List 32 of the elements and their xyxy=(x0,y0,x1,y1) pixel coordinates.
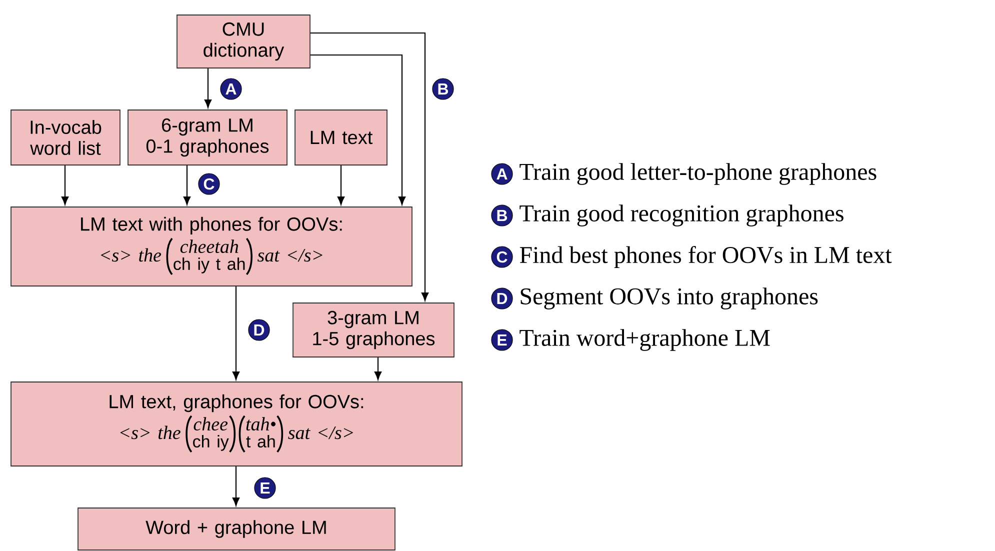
arrow xyxy=(204,68,212,108)
legend-text: Train good letter-to-phone graphones xyxy=(520,163,876,185)
step-badge: D xyxy=(491,288,513,310)
step-badge: B xyxy=(432,78,454,100)
process-box: CMU dictionary xyxy=(176,14,310,68)
arrow xyxy=(232,286,240,380)
arrow xyxy=(374,357,382,380)
step-badge: C xyxy=(198,173,220,195)
legend-text: Train word+graphone LM xyxy=(520,329,770,351)
process-box: Word + graphone LM xyxy=(78,508,396,550)
arrow xyxy=(183,165,191,205)
process-box: LM text, graphones for OOVs: <s> the chee ch iy tah• t ah sat </s> xyxy=(10,382,462,466)
process-box: 3-gram LM 1-5 graphones xyxy=(292,302,454,358)
arrow xyxy=(337,165,345,205)
legend-text: Segment OOVs into graphones xyxy=(520,288,818,310)
step-badge: E xyxy=(254,477,276,499)
legend-text: Train good recognition graphones xyxy=(520,204,844,226)
process-box: LM text with phones for OOVs: <s> the cheetah ch iy t ah sat </s> xyxy=(10,206,412,286)
step-badge: D xyxy=(248,319,270,341)
process-box: In-vocab word list xyxy=(10,110,120,166)
legend-text: Find best phones for OOVs in LM text xyxy=(520,246,892,268)
step-badge: C xyxy=(491,246,513,268)
process-box: 6-gram LM 0-1 graphones xyxy=(128,110,288,166)
arrow xyxy=(310,32,429,301)
step-badge: B xyxy=(491,204,513,226)
step-badge: A xyxy=(220,78,242,100)
arrow xyxy=(310,54,406,205)
arrow xyxy=(61,165,69,205)
step-badge: E xyxy=(491,329,513,351)
process-box: LM text xyxy=(294,110,388,166)
step-badge: A xyxy=(491,163,513,185)
arrow xyxy=(232,466,240,506)
